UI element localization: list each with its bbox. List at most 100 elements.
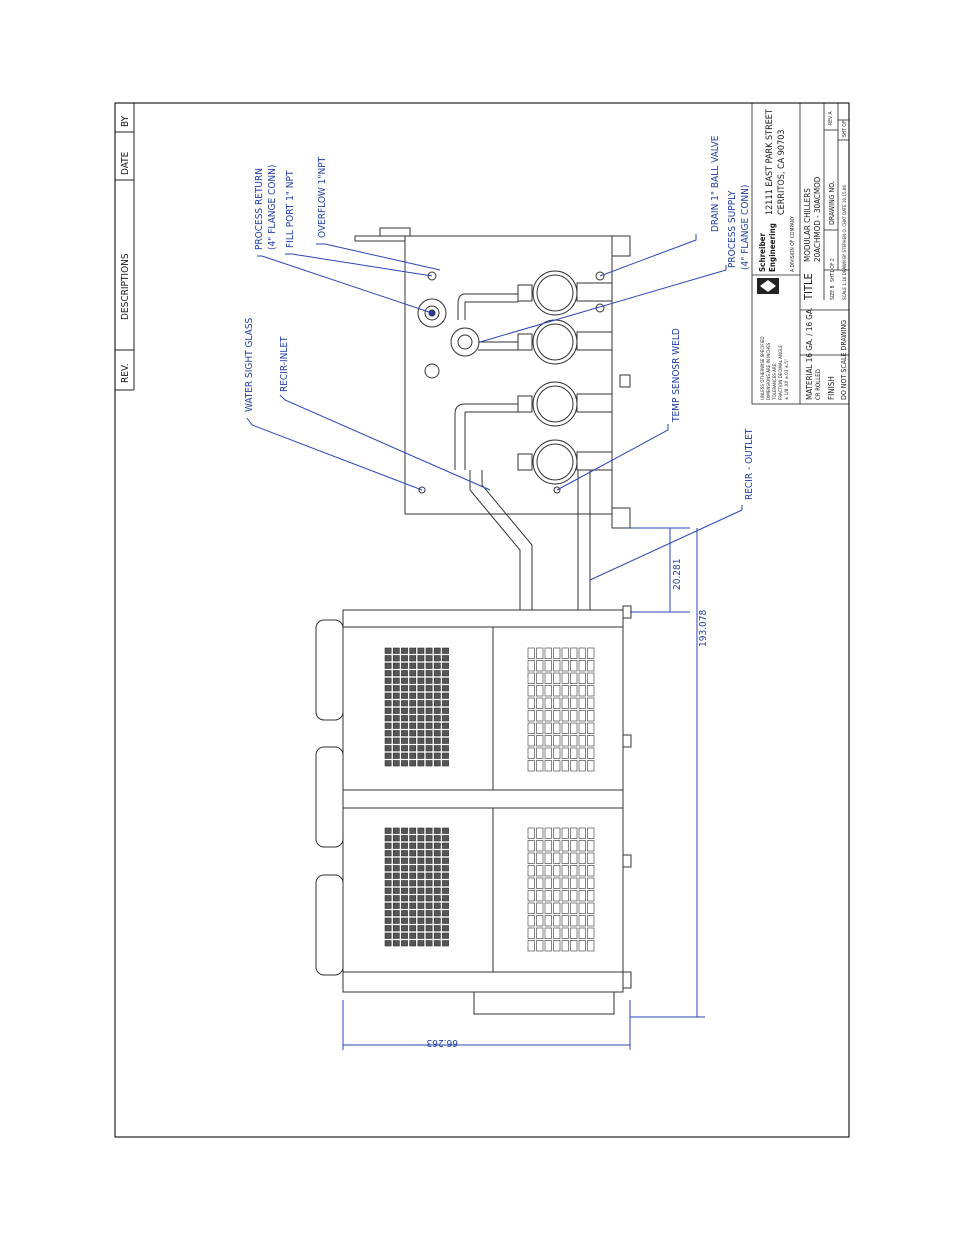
louver-cell bbox=[587, 915, 595, 927]
louver-cell bbox=[578, 827, 586, 839]
louver-cell bbox=[527, 710, 535, 722]
louver-cell bbox=[587, 927, 595, 939]
louver-cell bbox=[527, 877, 535, 889]
louver-cell bbox=[401, 692, 408, 699]
louver-cell bbox=[527, 827, 535, 839]
louver-cell bbox=[578, 660, 586, 672]
louver-cell bbox=[570, 877, 578, 889]
louver-cell bbox=[409, 737, 417, 744]
louver-cell bbox=[544, 852, 552, 864]
louver-cell bbox=[409, 745, 417, 752]
louver-cell bbox=[384, 655, 392, 662]
louver-cell bbox=[442, 932, 449, 939]
louver-cell bbox=[417, 737, 425, 744]
louver-cell bbox=[527, 940, 535, 952]
louver-cell bbox=[384, 827, 392, 834]
louver-cell bbox=[417, 865, 425, 872]
sheet-label: SHT1 OF 2 bbox=[830, 258, 836, 282]
louver-cell bbox=[417, 647, 425, 654]
louver-cell bbox=[553, 890, 561, 902]
louver-cell bbox=[553, 722, 561, 734]
louver-cell bbox=[384, 932, 392, 939]
louver-cell bbox=[392, 865, 400, 872]
louver-cell bbox=[409, 850, 417, 857]
louver-cell bbox=[384, 707, 392, 714]
louver-cell bbox=[392, 700, 400, 707]
louver-cell bbox=[536, 697, 544, 709]
louver-cell bbox=[384, 692, 392, 699]
louver-cell bbox=[561, 685, 569, 697]
louver-cell bbox=[561, 760, 569, 772]
louver-cell bbox=[417, 662, 425, 669]
louver-cell bbox=[442, 662, 449, 669]
company-division: A DIVISION OF COMPANY bbox=[790, 216, 796, 272]
louver-cell bbox=[442, 692, 449, 699]
louver-cell bbox=[384, 917, 392, 924]
louver-cell bbox=[553, 865, 561, 877]
louver-cell bbox=[401, 910, 408, 917]
louver-cell bbox=[392, 902, 400, 909]
louver-cell bbox=[409, 887, 417, 894]
louver-cell bbox=[433, 752, 441, 759]
louver-cell bbox=[409, 842, 417, 849]
louver-cell bbox=[561, 840, 569, 852]
material-sub: CR ROLLED bbox=[815, 369, 822, 400]
louver-cell bbox=[561, 697, 569, 709]
louver-cell bbox=[409, 677, 417, 684]
louver-cell bbox=[384, 895, 392, 902]
louver-grids bbox=[384, 647, 595, 952]
louver-cell bbox=[553, 877, 561, 889]
louver-cell bbox=[425, 760, 433, 767]
louver-cell bbox=[384, 857, 392, 864]
louver-cell bbox=[384, 752, 392, 759]
louver-cell bbox=[384, 940, 392, 947]
louver-cell bbox=[392, 887, 400, 894]
louver-cell bbox=[409, 707, 417, 714]
louver-cell bbox=[578, 865, 586, 877]
louver-cell bbox=[536, 902, 544, 914]
louver-cell bbox=[527, 927, 535, 939]
louver-cell bbox=[401, 850, 408, 857]
louver-cell bbox=[570, 722, 578, 734]
louver-cell bbox=[409, 865, 417, 872]
material-label: MATERIAL 16 GA. / 16 GA. bbox=[805, 307, 814, 400]
louver-cell bbox=[442, 865, 449, 872]
louver-cell bbox=[442, 857, 449, 864]
louver-cell bbox=[425, 670, 433, 677]
louver-cell bbox=[401, 880, 408, 887]
louver-cell bbox=[409, 910, 417, 917]
louver-cell bbox=[409, 655, 417, 662]
louver-cell bbox=[442, 760, 449, 767]
louver-cell bbox=[409, 880, 417, 887]
louver-cell bbox=[527, 697, 535, 709]
louver-cell bbox=[392, 850, 400, 857]
louver-cell bbox=[553, 927, 561, 939]
louver-cell bbox=[417, 655, 425, 662]
louver-cell bbox=[578, 877, 586, 889]
louver-cell bbox=[392, 670, 400, 677]
louver-cell bbox=[433, 895, 441, 902]
louver-cell bbox=[578, 747, 586, 759]
louver-cell bbox=[433, 730, 441, 737]
louver-cell bbox=[553, 902, 561, 914]
louver-cell bbox=[561, 902, 569, 914]
louver-cell bbox=[587, 697, 595, 709]
louver-cell bbox=[417, 700, 425, 707]
louver-cell bbox=[442, 707, 449, 714]
louver-cell bbox=[433, 715, 441, 722]
louver-cell bbox=[401, 737, 408, 744]
louver-cell bbox=[401, 752, 408, 759]
louver-cell bbox=[544, 722, 552, 734]
company-name-2: Engineering bbox=[768, 223, 777, 272]
louver-cell bbox=[425, 752, 433, 759]
louver-cell bbox=[417, 715, 425, 722]
louver-cell bbox=[570, 760, 578, 772]
louver-cell bbox=[409, 692, 417, 699]
louver-cell bbox=[401, 647, 408, 654]
louver-cell bbox=[417, 760, 425, 767]
louver-cell bbox=[570, 647, 578, 659]
title-label: TITLE bbox=[802, 273, 815, 301]
louver-cell bbox=[392, 932, 400, 939]
louver-cell bbox=[409, 872, 417, 879]
